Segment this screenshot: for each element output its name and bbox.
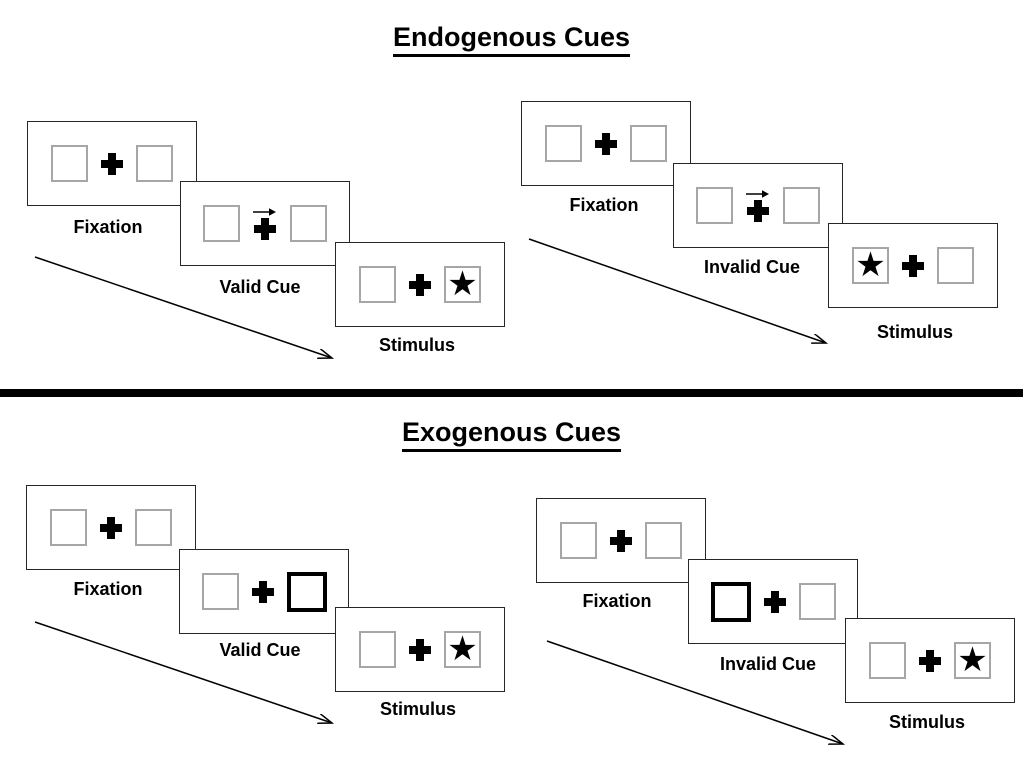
trial-sequence-arrow: [528, 238, 834, 350]
star-icon: ★: [447, 628, 478, 669]
step-label-invalid-cue: Invalid Cue: [703, 257, 801, 277]
step-label-stimulus: Stimulus: [888, 712, 965, 732]
exogenous-title-text: Exogenous Cues: [401, 417, 622, 452]
right-placeholder-box: [798, 583, 836, 620]
step-label-stimulus: Stimulus: [876, 322, 953, 342]
endo-valid-stimulus-panel: ★: [335, 242, 505, 327]
exogenous-section-title: Exogenous Cues: [0, 417, 1023, 452]
trial-sequence-arrow: [34, 621, 340, 730]
endogenous-section-title: Endogenous Cues: [0, 22, 1023, 57]
endo-invalid-stimulus-panel: ★: [828, 223, 998, 308]
fixation-cross-icon: [610, 529, 632, 552]
endo-invalid-fixation-panel: [521, 101, 691, 186]
left-placeholder-box: [51, 145, 88, 182]
step-label-fixation: Fixation: [569, 195, 639, 215]
left-placeholder-box: [545, 125, 582, 162]
left-placeholder-box: [359, 631, 396, 668]
fixation-cross-icon: [747, 200, 769, 222]
exo-valid-stimulus-panel: ★: [335, 607, 505, 692]
central-cue: [253, 207, 277, 240]
fixation-cross-icon: [409, 273, 431, 296]
fixation-cross-icon: [251, 580, 274, 603]
step-label-stimulus: Stimulus: [378, 335, 455, 355]
right-placeholder-box: [136, 145, 173, 182]
fixation-cross-icon: [254, 218, 276, 240]
section-divider: [0, 389, 1023, 397]
step-label-invalid-cue: Invalid Cue: [719, 654, 817, 674]
step-label-fixation: Fixation: [73, 579, 143, 599]
exo-invalid-stimulus-panel: ★: [845, 618, 1015, 703]
exo-invalid-cue-panel: [688, 559, 858, 644]
right-placeholder-box: [135, 509, 172, 546]
right-placeholder-box: [630, 125, 667, 162]
exo-valid-cue-panel: [179, 549, 349, 634]
left-placeholder-box: [869, 642, 906, 679]
trial-sequence-arrow: [546, 640, 850, 750]
right-placeholder-box: [937, 247, 974, 284]
fixation-cross-icon: [919, 649, 941, 672]
exo-invalid-fixation-panel: [536, 498, 706, 583]
right-target-box: ★: [444, 266, 481, 303]
fixation-cross-icon: [763, 590, 786, 613]
star-icon: ★: [447, 263, 478, 304]
left-placeholder-box: [696, 187, 733, 224]
endogenous-title-text: Endogenous Cues: [392, 22, 630, 57]
trial-sequence-arrow: [34, 256, 340, 365]
cue-arrow-right-icon: [253, 208, 276, 216]
left-placeholder-box: [359, 266, 396, 303]
step-label-valid-cue: Valid Cue: [219, 640, 301, 660]
endo-valid-cue-panel: [180, 181, 350, 266]
fixation-cross-icon: [101, 152, 123, 175]
central-cue: [746, 189, 770, 222]
fixation-cross-icon: [595, 132, 617, 155]
star-icon: ★: [957, 639, 988, 680]
step-label-stimulus: Stimulus: [379, 699, 456, 719]
fixation-cross-icon: [409, 638, 431, 661]
fixation-cross-icon: [100, 516, 122, 539]
step-label-fixation: Fixation: [73, 217, 143, 237]
highlighted-cue-box-right: [286, 571, 327, 612]
left-placeholder-box: [203, 205, 240, 242]
left-placeholder-box: [560, 522, 597, 559]
right-target-box: ★: [954, 642, 991, 679]
star-icon: ★: [855, 244, 886, 285]
exo-valid-fixation-panel: [26, 485, 196, 570]
right-placeholder-box: [290, 205, 327, 242]
endo-valid-fixation-panel: [27, 121, 197, 206]
left-placeholder-box: [50, 509, 87, 546]
fixation-cross-icon: [902, 254, 924, 277]
step-label-fixation: Fixation: [582, 591, 652, 611]
step-label-valid-cue: Valid Cue: [219, 277, 301, 297]
endo-invalid-cue-panel: [673, 163, 843, 248]
left-placeholder-box: [201, 573, 239, 610]
right-placeholder-box: [645, 522, 682, 559]
highlighted-cue-box-left: [710, 581, 751, 622]
cue-arrow-right-icon: [746, 190, 769, 198]
right-target-box: ★: [444, 631, 481, 668]
left-target-box: ★: [852, 247, 889, 284]
right-placeholder-box: [783, 187, 820, 224]
